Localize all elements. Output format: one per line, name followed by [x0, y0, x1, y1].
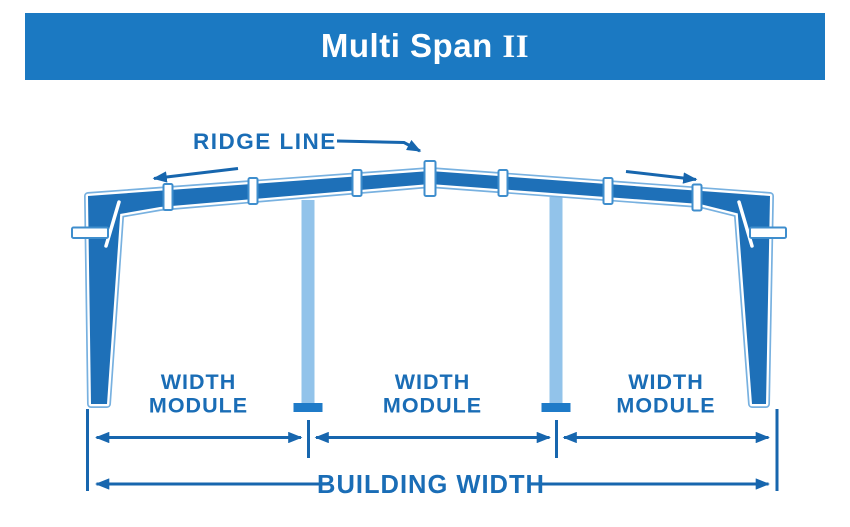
- width-module-2-line1: WIDTH: [395, 370, 470, 394]
- width-module-label-2: WIDTH MODULE: [383, 370, 482, 418]
- width-module-3-line2: MODULE: [616, 394, 715, 418]
- girt-clip-left: [71, 226, 109, 239]
- roof-clips: [71, 160, 787, 239]
- purlin-clip: [247, 177, 259, 205]
- ridge-leader-arrow: [336, 139, 422, 153]
- interior-column-1: [301, 200, 315, 404]
- width-module-2-line2: MODULE: [383, 394, 482, 418]
- ridge-line-callout: RIDGE LINE: [193, 129, 422, 154]
- purlin-clip: [691, 183, 703, 212]
- slope-arrows: [152, 167, 698, 184]
- width-module-label-3: WIDTH MODULE: [616, 370, 715, 418]
- purlin-clip: [497, 169, 509, 197]
- width-module-1-line2: MODULE: [149, 394, 248, 418]
- interior-columns: [293, 197, 571, 412]
- purlin-clip: [602, 177, 614, 205]
- base-plate-1: [293, 403, 323, 412]
- haunch-joint-left: [104, 200, 121, 248]
- page-title: Multi Span II: [321, 27, 529, 66]
- girt-clip-right: [749, 226, 787, 239]
- dimension-lines: [86, 409, 779, 491]
- ridge-line-label: RIDGE LINE: [193, 129, 337, 154]
- page-title-main: Multi Span: [320, 27, 493, 64]
- purlin-clip: [351, 169, 363, 197]
- interior-column-2: [549, 197, 563, 404]
- purlin-clip: [162, 183, 174, 211]
- ridge-clip: [423, 160, 437, 197]
- width-module-3-line1: WIDTH: [628, 370, 703, 394]
- building-width-label: BUILDING WIDTH: [317, 471, 545, 499]
- page-title-suffix: II: [502, 29, 530, 65]
- width-module-label-1: WIDTH MODULE: [149, 370, 248, 418]
- header-banner: Multi Span II: [25, 13, 825, 80]
- slope-arrow-right: [625, 170, 698, 184]
- slope-arrow-left: [152, 167, 239, 183]
- base-plate-2: [541, 403, 571, 412]
- width-module-1-line1: WIDTH: [161, 370, 236, 394]
- haunch-joint-right: [737, 200, 754, 248]
- span-labels: WIDTH MODULE WIDTH MODULE WIDTH MODULE B…: [149, 370, 715, 499]
